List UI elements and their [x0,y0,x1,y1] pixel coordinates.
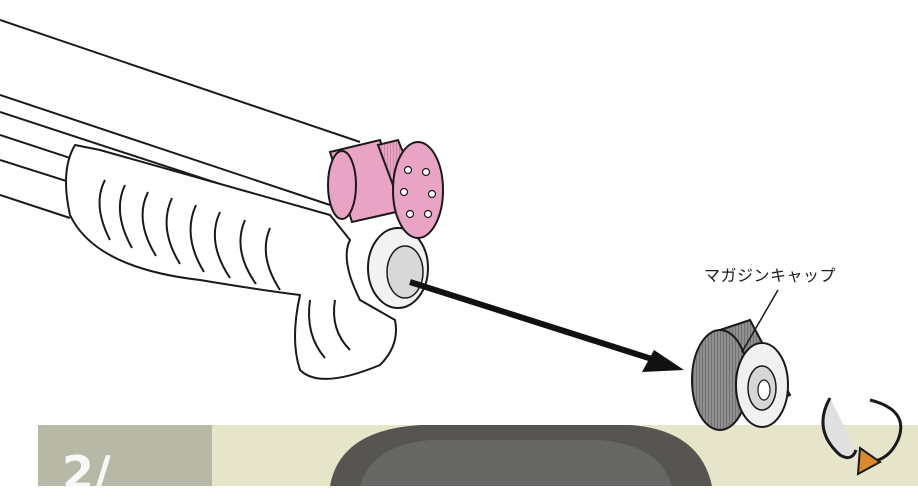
step-number: 2/ [62,446,111,500]
magazine-cap-label: マガジンキャップ [704,262,836,286]
pink-barrel-cap [328,140,443,238]
arrow-icon [410,282,684,372]
magazine-cap-part [692,320,790,430]
diagram-canvas [0,0,918,486]
bottom-banner [38,425,918,486]
